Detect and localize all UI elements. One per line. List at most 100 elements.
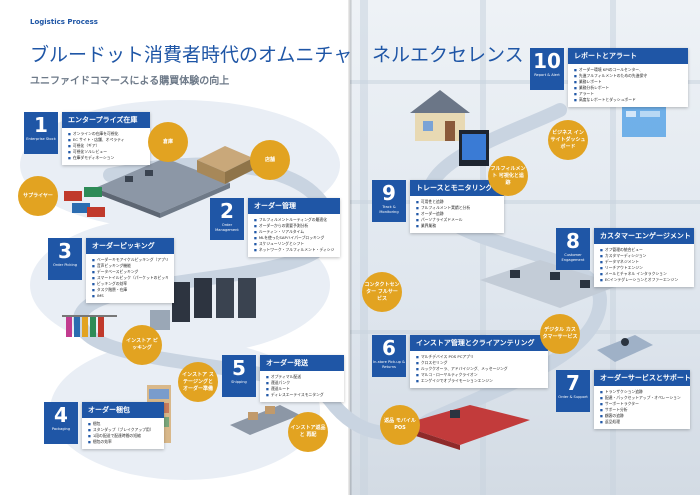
step-card: オーダー管理 フルフィルメントルーティングの最適化 オーダーからの需要予測分析 …: [248, 198, 340, 257]
step-item: パーソナライズドメール: [416, 217, 498, 223]
step-card: レポートとアラート オーダー環境 KPIのコールセンター、 先進フルフィルメント…: [568, 48, 688, 107]
step-item: ピッキングの効率: [92, 281, 168, 287]
step-en-label: Enterprise Stock: [26, 137, 56, 141]
step-item: 梱包の効率: [88, 439, 158, 445]
step-item: 顧客の追跡: [600, 413, 684, 419]
step-item: ルッククオーラ、アドバイジング、メッセージング: [416, 366, 542, 372]
step-item: フルフィルメント実績と分析: [416, 205, 498, 211]
step-item: 返品処理: [600, 419, 684, 425]
step-items: 可用性と追跡 フルフィルメント実績と分析 オーダー追跡 パーソナライズドメール …: [410, 196, 504, 233]
returns-pos-bubble: 返品 モバイルPOS: [380, 405, 420, 445]
step-item: 運送ルート: [266, 386, 338, 392]
step-en-label: Order Management: [215, 223, 239, 232]
step-items: 梱包 スタンダップ（ブレイクアップ用） 1段の配送で配達時間の短縮 梱包の効率: [82, 418, 164, 449]
dashboard-screen-illustration: [622, 107, 666, 137]
step-item: オンラインの在庫を可視化: [68, 131, 144, 137]
step-item: 在庫ダモディネーション: [68, 155, 144, 161]
page-subtitle: ユニファイドコマースによる購買体験の向上: [30, 76, 230, 87]
step-item: ルーティン・リアルタイム: [254, 229, 334, 235]
warehouse-illustration: [95, 158, 230, 218]
step-card: トレースとモニタリング 可用性と追跡 フルフィルメント実績と分析 オーダー追跡 …: [410, 180, 504, 233]
step-item: オフ管理の統合ビュー: [600, 247, 688, 253]
step-items: オフ管理の統合ビュー カスタマーディシジョン データマネジメント リーチアウトエ…: [594, 244, 694, 287]
step-item: マルチデバイス POS PCアプリ: [416, 354, 542, 360]
step-item: ディレスエーテイスモニタング: [266, 392, 338, 398]
contact-center-bubble: コンタクトセンター フルサービス: [362, 272, 402, 312]
instore-picking-bubble: インストア ピッキング: [122, 325, 162, 365]
step-item: 配達・パックセットアップ・オペレーション: [600, 395, 684, 401]
step-en-label: Order Picking: [52, 263, 78, 267]
step-item: オーダー環境 KPIのコールセンター、: [574, 67, 682, 73]
step-item: オーダー追跡: [416, 211, 498, 217]
step-en-label: Packaging: [51, 427, 71, 431]
step-item: ECインテグレーションとオファーエンジン: [600, 277, 688, 283]
step-title: インストア管理とクライアンテリング: [410, 335, 548, 351]
step-item: ベーダーキモアイケルピッキング（アプリ）: [92, 257, 168, 263]
step-item: マルコ・ローヤルティクライオン: [416, 372, 542, 378]
step-title: オーダー管理: [248, 198, 340, 214]
step-item: クロスセリング: [416, 360, 542, 366]
step-item: トランザクション追跡: [600, 389, 684, 395]
step-item: 1段の配送で配達時間の短縮: [88, 433, 158, 439]
step-item: エンゲイジでオブライモーションエンジン: [416, 378, 542, 384]
step-title: オーダー梱包: [82, 402, 164, 418]
conveyor-illustration: [230, 405, 300, 435]
step-card: オーダー梱包 梱包 スタンダップ（ブレイクアップ用） 1段の配送で配達時間の短縮…: [82, 402, 164, 449]
step-number: 7: [566, 371, 580, 395]
step-title: レポートとアラート: [568, 48, 688, 64]
step-items: マルチデバイス POS PCアプリ クロスセリング ルッククオーラ、アドバイジン…: [410, 351, 548, 388]
step-item: オーダーからの需要予測分析: [254, 223, 334, 229]
step-item: データベースピッキング: [92, 269, 168, 275]
kiosk-illustration: [459, 130, 489, 166]
step-item: 可視化ソルレビュー: [68, 149, 144, 155]
step-title: トレースとモニタリング: [410, 180, 504, 196]
title-right: ネルエクセレンス: [372, 44, 524, 66]
step-en-label: Customer Engagement: [561, 253, 585, 262]
step-item: カスタマーディシジョン: [600, 253, 688, 259]
instore-return-bubble: インストア返品と 再配: [288, 412, 328, 452]
step-item: サポート分析: [600, 407, 684, 413]
call-center-illustration: [480, 260, 620, 308]
step-item: 業務レポート: [574, 79, 682, 85]
step-card: エンタープライズ在庫 オンラインの在庫を可視化 EC サイト・店舗、オペラティ …: [62, 112, 150, 165]
server-racks-illustration: [150, 278, 256, 330]
step-title: エンタープライズ在庫: [62, 112, 150, 128]
warehouse-bubble: 倉庫: [148, 122, 188, 162]
instore-staging-bubble: インストア ステージングと オーダー準備: [178, 362, 218, 402]
step-item: オプティマル配送: [266, 374, 338, 380]
step-item: 音声ピッキング機能: [92, 263, 168, 269]
step-item: EC サイト・店舗、オペラティ: [68, 137, 144, 143]
step-items: オプティマル配送 運送パンク 運送ルート ディレスエーテイスモニタング: [260, 371, 344, 402]
house-illustration: [410, 90, 470, 141]
step-title: オーダーピッキング: [86, 238, 174, 254]
warehouse-beam: [350, 80, 700, 84]
step-items: ベーダーキモアイケルピッキング（アプリ） 音声ピッキング機能 データベースピッキ…: [86, 254, 174, 303]
step-item: MLを使ったSAPハイパーブロッキング: [254, 235, 334, 241]
supplier-bubble: サプライヤー: [18, 176, 58, 216]
step-item: スタンダップ（ブレイクアップ用）: [88, 427, 158, 433]
digital-customer-bubble: デジタル カスタマーサービス: [540, 314, 580, 354]
step-item: 高度なレポートとダッシュボード: [574, 97, 682, 103]
step-item: スマートイルピック（パーケットのピッキング）: [92, 275, 168, 281]
mobile-user-illustration: [597, 335, 653, 362]
step-en-label: Track & Monitoring: [379, 205, 399, 214]
step-item: 運送パンク: [266, 380, 338, 386]
page-title: ブルードット消費者時代のオムニチャ ネルエクセレンス: [30, 40, 524, 66]
document-kicker: Logistics Process: [30, 18, 98, 26]
step-item: フルフィルメントルーティングの最適化: [254, 217, 334, 223]
step-item: 可用性と追跡: [416, 199, 498, 205]
step-en-label: Report & Alert: [534, 73, 560, 77]
step-card: オーダー発送 オプティマル配送 運送パンク 運送ルート ディレスエーテイスモニタ…: [260, 355, 344, 402]
step-item: リーチアウトエンジン: [600, 265, 688, 271]
step-number: 10: [533, 49, 561, 73]
business-insight-bubble: ビジネス インサイトダッシュボード: [548, 120, 588, 160]
step-item: アラート: [574, 91, 682, 97]
warehouse-rack: [480, 0, 486, 495]
